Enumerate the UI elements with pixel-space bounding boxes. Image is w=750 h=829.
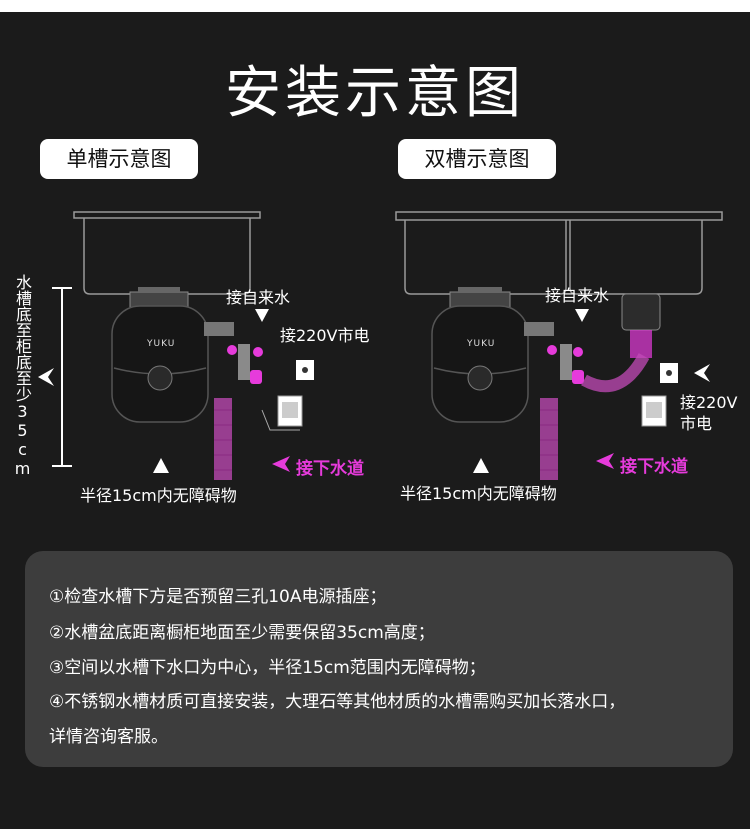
double-tap-arrow — [575, 309, 589, 322]
single-drain-pipe — [214, 398, 232, 480]
double-tap-water-label: 接自来水 — [545, 286, 610, 305]
installation-diagram — [38, 211, 723, 480]
single-power-label: 接220V市电 — [280, 326, 370, 345]
note-item-5: 详情咨询客服。 — [49, 727, 168, 747]
single-countertop — [73, 211, 261, 219]
single-flange-top — [138, 287, 180, 293]
note-item-3: ③空间以水槽下水口为中心，半径15cm范围内无障碍物； — [49, 658, 486, 678]
note-item-4: ④不锈钢水槽材质可直接安装，大理石等其他材质的水槽需购买加长落水口， — [49, 692, 626, 712]
single-brand-text: YUKU — [147, 339, 176, 349]
notes-panel: ①检查水槽下方是否预留三孔10A电源插座； ②水槽盆底距离橱柜地面至少需要保留3… — [25, 551, 733, 767]
double-disposer-body — [431, 305, 529, 423]
double-basin-left — [404, 220, 567, 295]
single-drain-arrow — [272, 456, 290, 472]
single-disposer-body — [111, 305, 209, 423]
single-sink-diagram — [38, 211, 314, 480]
single-clearance-label: 半径15cm内无障碍物 — [80, 486, 237, 505]
top-border — [0, 0, 750, 12]
double-clearance-arrow — [473, 458, 489, 473]
double-drain-label: 接下水道 — [620, 457, 688, 477]
single-tap-arrow — [255, 309, 269, 322]
double-clearance-label: 半径15cm内无障碍物 — [400, 484, 557, 503]
height-arrow — [38, 368, 54, 386]
single-sink-basin — [83, 218, 251, 295]
single-tap-water-label: 接自来水 — [226, 288, 291, 307]
double-brand-text: YUKU — [467, 339, 496, 349]
double-drain-arrow — [596, 453, 614, 469]
double-sink-diagram — [395, 211, 723, 480]
single-outlet-pipe — [204, 322, 234, 336]
single-clearance-arrow — [153, 458, 169, 473]
note-item-1: ①检查水槽下方是否预留三孔10A电源插座； — [49, 587, 387, 607]
height-requirement-label: 水槽底至柜底至少35cm — [13, 274, 32, 478]
double-power-arrow — [694, 364, 710, 382]
single-sink-label: 单槽示意图 — [40, 139, 198, 179]
page-title: 安装示意图 — [225, 61, 525, 126]
double-countertop — [395, 211, 723, 221]
single-disposer-logo — [147, 365, 173, 391]
double-sink-label: 双槽示意图 — [398, 139, 556, 179]
double-strainer — [621, 293, 661, 331]
single-drain-label: 接下水道 — [296, 459, 364, 479]
double-power-label-line1: 接220V — [680, 393, 738, 412]
double-flex-pipe — [581, 352, 650, 393]
double-power-label-line2: 市电 — [680, 414, 713, 433]
double-drain-pipe — [540, 398, 558, 480]
note-item-2: ②水槽盆底距离橱柜地面至少需要保留35cm高度； — [49, 623, 435, 643]
